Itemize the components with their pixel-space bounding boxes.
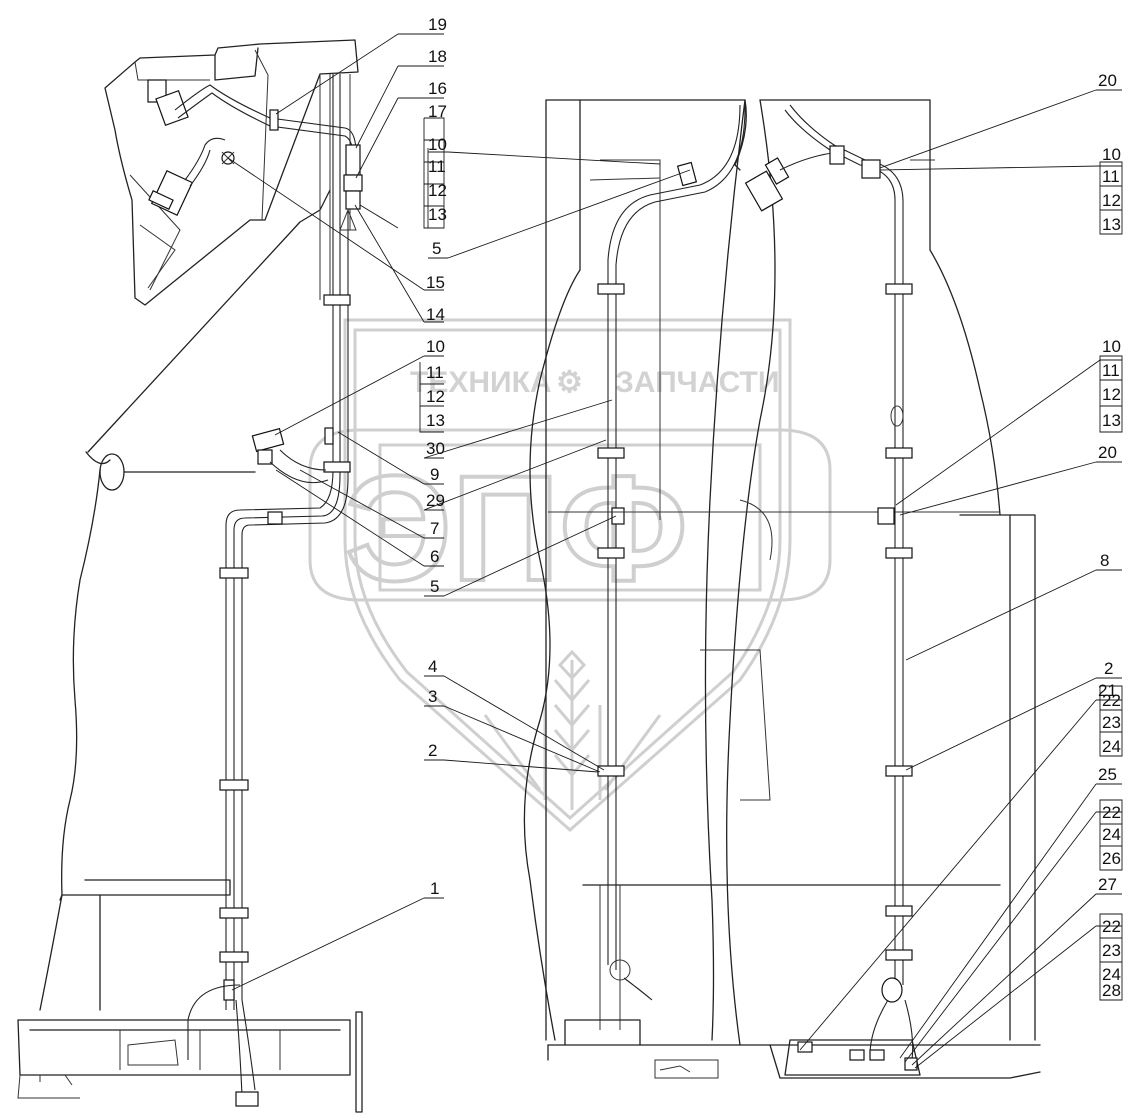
roof-detail-inset (104, 39, 363, 306)
leader-lines (227, 33, 1123, 1069)
callout-29: 29 (426, 491, 445, 510)
callout-23b: 23 (1102, 941, 1121, 960)
callout-16: 16 (428, 79, 447, 98)
callout-22b: 22 (1102, 803, 1121, 822)
callout-28: 28 (1102, 981, 1121, 1000)
callout-22c: 22 (1102, 917, 1121, 936)
callout-23a: 23 (1102, 713, 1121, 732)
callout-1: 1 (430, 879, 439, 898)
left-bottom-beam (17, 1011, 363, 1113)
callout-2a: 2 (428, 741, 437, 760)
wheat-icon (483, 649, 662, 810)
callout-9: 9 (430, 465, 439, 484)
callout-11c: 11 (1102, 167, 1120, 186)
callout-13d: 13 (1102, 411, 1121, 430)
callout-25: 25 (1098, 765, 1117, 784)
callout-labels: 19 18 16 17 10 11 12 13 5 15 14 10 11 12… (426, 15, 1121, 1000)
battery-box (784, 1039, 921, 1076)
callout-10c: 10 (1102, 145, 1121, 164)
watermark-logo-text: ЭПФ (345, 444, 688, 612)
watermark-left-text: ТЕХНИКА (410, 366, 552, 399)
callout-12d: 12 (1102, 385, 1121, 404)
callout-2b: 2 (1104, 659, 1113, 678)
callout-12b: 12 (426, 387, 445, 406)
watermark-right-text: ЗАПЧАСТИ (615, 366, 779, 399)
callout-11d: 11 (1102, 361, 1120, 380)
callout-13c: 13 (1102, 215, 1121, 234)
callout-19: 19 (428, 15, 447, 34)
connector-plug-right (744, 157, 790, 212)
callout-11b: 11 (426, 363, 444, 382)
callout-22a: 22 (1102, 691, 1121, 710)
callout-27: 27 (1098, 875, 1117, 894)
callout-5a: 5 (432, 239, 441, 258)
callout-24c: 24 (1102, 965, 1121, 984)
callout-4: 4 (428, 657, 437, 676)
callout-10b: 10 (426, 337, 445, 356)
callout-11a: 11 (428, 157, 446, 176)
callout-18: 18 (428, 47, 447, 66)
callout-20a: 20 (1098, 71, 1117, 90)
watermark: ТЕХНИКА ⚙ ЗАПЧАСТИ ЭПФ (308, 318, 832, 833)
gear-icon: ⚙ (556, 366, 583, 399)
callout-5b: 5 (430, 577, 439, 596)
callout-12c: 12 (1102, 191, 1121, 210)
callout-14: 14 (426, 305, 445, 324)
side-lamp (251, 427, 329, 484)
callout-8: 8 (1100, 551, 1109, 570)
callout-13b: 13 (426, 411, 445, 430)
connector-plug (147, 79, 235, 217)
callout-15: 15 (426, 273, 445, 292)
callout-17: 17 (428, 102, 447, 121)
callout-3: 3 (428, 687, 437, 706)
callout-24b: 24 (1102, 825, 1121, 844)
right-cab-silhouette (523, 99, 1041, 1079)
callout-6: 6 (430, 547, 439, 566)
callout-20b: 20 (1098, 443, 1117, 462)
callout-10d: 10 (1102, 337, 1121, 356)
callout-7: 7 (430, 519, 439, 538)
callout-10a: 10 (428, 135, 447, 154)
right-harness (548, 104, 1000, 1076)
callout-30: 30 (426, 439, 445, 458)
callout-26: 26 (1102, 849, 1121, 868)
callout-21: 21 (1098, 681, 1117, 700)
callout-24a: 24 (1102, 737, 1121, 756)
callout-12a: 12 (428, 181, 447, 200)
left-cab-silhouette (39, 189, 331, 1011)
callout-13a: 13 (428, 205, 447, 224)
